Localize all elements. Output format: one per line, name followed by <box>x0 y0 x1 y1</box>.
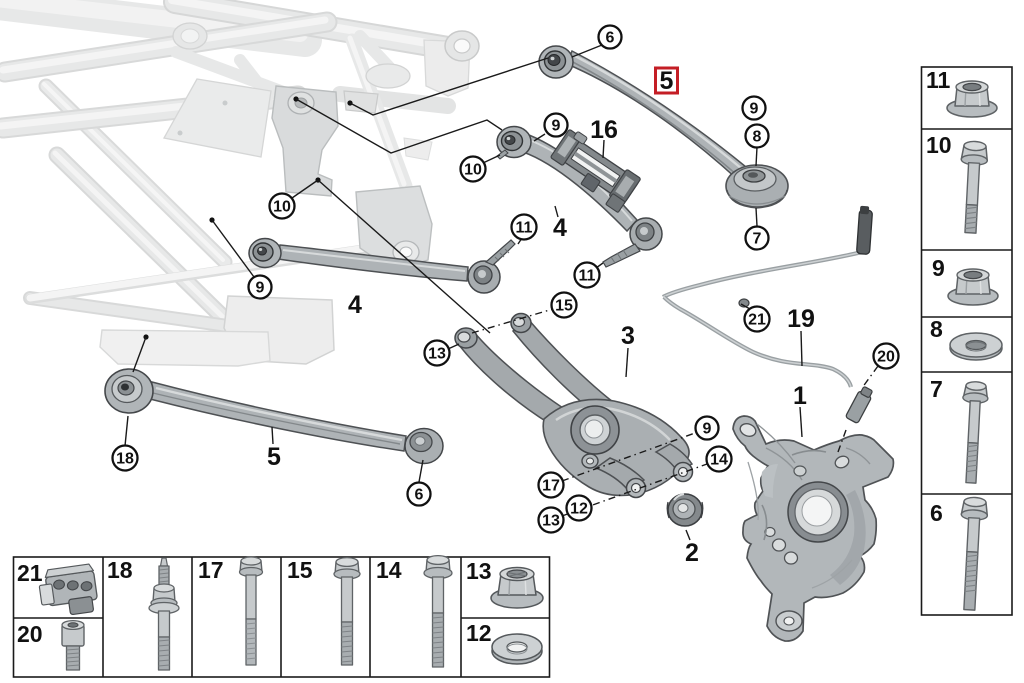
svg-text:15: 15 <box>555 298 573 315</box>
svg-text:10: 10 <box>464 162 482 179</box>
svg-text:11: 11 <box>579 268 596 285</box>
svg-text:21: 21 <box>748 312 766 329</box>
svg-text:14: 14 <box>376 557 402 583</box>
svg-text:3: 3 <box>621 322 635 350</box>
svg-text:12: 12 <box>570 501 588 518</box>
svg-text:18: 18 <box>107 557 133 583</box>
svg-text:11: 11 <box>926 67 951 93</box>
svg-text:11: 11 <box>516 220 533 237</box>
svg-text:16: 16 <box>590 116 618 144</box>
svg-text:6: 6 <box>930 500 943 526</box>
svg-text:14: 14 <box>710 452 728 469</box>
svg-text:2: 2 <box>685 539 699 567</box>
svg-text:4: 4 <box>348 291 362 319</box>
svg-text:9: 9 <box>932 255 945 281</box>
svg-text:5: 5 <box>660 67 674 95</box>
svg-text:17: 17 <box>198 557 224 583</box>
svg-text:1: 1 <box>793 382 807 410</box>
svg-text:17: 17 <box>542 478 560 495</box>
svg-text:4: 4 <box>553 214 567 242</box>
svg-text:19: 19 <box>787 305 815 333</box>
svg-text:13: 13 <box>428 346 446 363</box>
svg-text:9: 9 <box>552 118 561 135</box>
svg-text:12: 12 <box>466 620 492 646</box>
svg-text:10: 10 <box>926 132 952 158</box>
svg-text:9: 9 <box>750 101 759 118</box>
svg-text:13: 13 <box>542 513 560 530</box>
svg-text:20: 20 <box>877 349 895 366</box>
svg-text:21: 21 <box>17 560 43 586</box>
svg-text:6: 6 <box>415 487 424 504</box>
svg-text:8: 8 <box>930 316 943 342</box>
svg-text:9: 9 <box>703 421 712 438</box>
svg-text:13: 13 <box>466 558 492 584</box>
svg-text:20: 20 <box>17 621 43 647</box>
svg-text:8: 8 <box>753 129 762 146</box>
svg-text:15: 15 <box>287 557 313 583</box>
svg-text:9: 9 <box>256 280 265 297</box>
svg-text:7: 7 <box>930 376 943 402</box>
svg-text:6: 6 <box>606 30 615 47</box>
svg-text:7: 7 <box>753 231 762 248</box>
svg-text:10: 10 <box>273 199 291 216</box>
svg-text:18: 18 <box>116 451 134 468</box>
svg-text:5: 5 <box>267 443 281 471</box>
